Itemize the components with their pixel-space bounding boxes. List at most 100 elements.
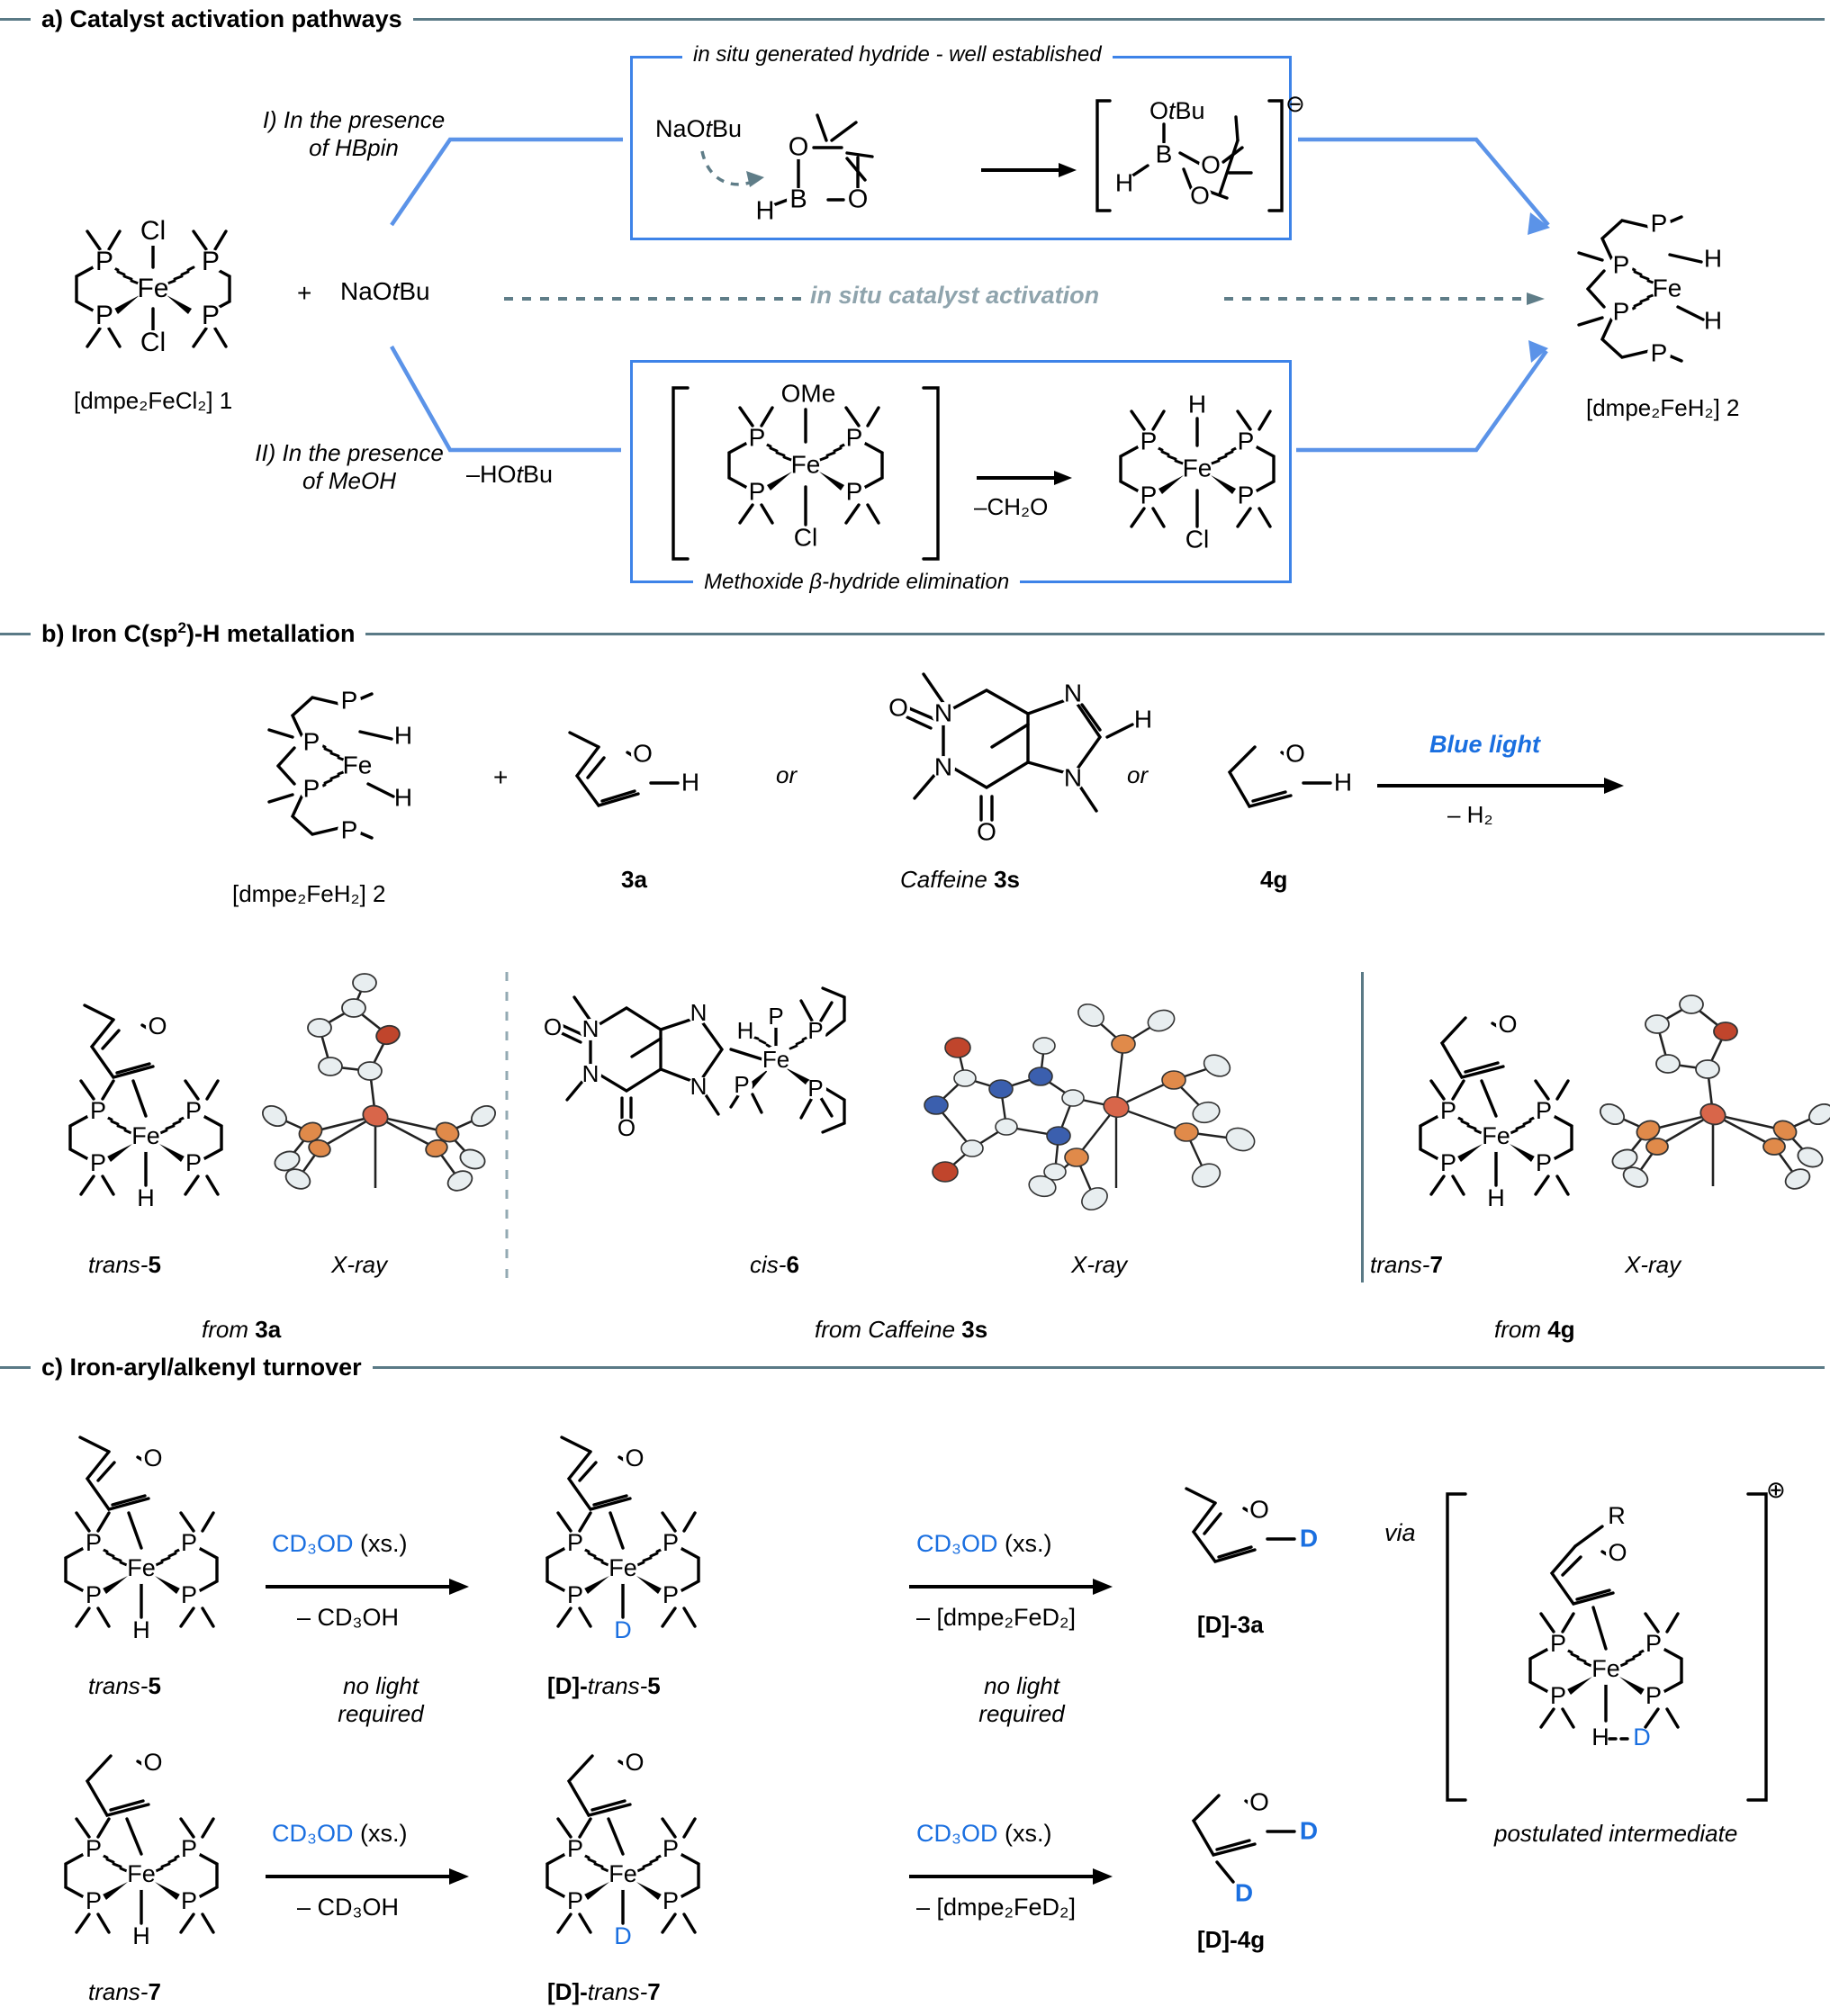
substrate-4g-structure: O H	[1197, 720, 1368, 828]
atom-P: P	[663, 1835, 679, 1862]
complex-2-structure-b: P P P P Fe H H	[257, 680, 473, 860]
otbu-bu: Bu	[1175, 97, 1205, 124]
base-text: NaO	[340, 277, 392, 305]
c-arrow2-top-r2: CD₃OD (xs.)	[916, 1820, 1052, 1848]
divider-solid-1	[1361, 972, 1364, 1282]
atom-Cl: Cl	[1185, 525, 1209, 553]
rule-right-b	[365, 632, 1825, 635]
atom-P: P	[1651, 209, 1668, 237]
substrate-3a-structure: O H	[545, 720, 725, 828]
from-text-3: from	[1494, 1316, 1548, 1343]
base-bu: Bu	[399, 277, 430, 305]
via-charge: ⊕	[1766, 1476, 1786, 1503]
rule-left	[0, 18, 31, 21]
atom-P: P	[1613, 250, 1630, 278]
section-b-title-sup: 2	[177, 619, 186, 636]
plus-sign-a: +	[297, 279, 312, 307]
product-label-cis-6: cis-6	[750, 1251, 799, 1279]
cd3od-4: CD₃OD	[916, 1820, 998, 1847]
pathway-II-line1: II) In the presence	[255, 439, 444, 466]
c-arrow1-bottom-r2: – CD₃OH	[297, 1894, 400, 1921]
atom-P: P	[1440, 1097, 1456, 1124]
atom-Fe: Fe	[608, 1860, 637, 1887]
c-arrow2-bottom-r2: – [dmpe₂FeD₂]	[916, 1894, 1077, 1921]
atom-Fe: Fe	[127, 1554, 156, 1581]
atom-P: P	[567, 1581, 583, 1608]
atom-P: P	[663, 1529, 679, 1556]
or-label-1: or	[776, 761, 798, 788]
atom-O: O	[848, 185, 869, 214]
c-trans-7-structure: O P P P P Fe H	[32, 1724, 257, 1958]
trans-5-structure: O P P P P Fe H	[36, 986, 261, 1220]
from-num-1: 3a	[255, 1316, 282, 1343]
atom-D: D	[1633, 1724, 1651, 1750]
atom-Fe: Fe	[791, 450, 821, 478]
atom-H: H	[1188, 390, 1206, 418]
c-arrow2-r2	[909, 1867, 1116, 1886]
atom-P: P	[1613, 297, 1630, 325]
atom-P: P	[1536, 1149, 1552, 1176]
atom-P: P	[86, 1835, 102, 1862]
atom-P: P	[846, 477, 863, 505]
from-label-2: from Caffeine 3s	[815, 1316, 987, 1344]
from-text-1: from	[202, 1316, 256, 1343]
trans-7-it: trans-	[1370, 1251, 1430, 1278]
atom-P: P	[1550, 1630, 1566, 1657]
box-arrow	[981, 160, 1080, 180]
atom-H: H	[1487, 1184, 1505, 1211]
atom-O: O	[1201, 150, 1221, 178]
trans-5-num: 5	[148, 1251, 161, 1278]
no-light-note-1: no light required	[322, 1672, 439, 1728]
c-trans5-num: 5	[148, 1672, 161, 1699]
atom-P: P	[567, 1529, 583, 1556]
atom-O: O	[977, 817, 996, 845]
substrate-4g-label: 4g	[1260, 866, 1288, 893]
naotbu-t: t	[705, 115, 713, 142]
atom-OMe: OMe	[781, 379, 836, 407]
atom-O: O	[1285, 739, 1305, 767]
xray-label-3: X-ray	[1625, 1251, 1681, 1278]
c-D-4g-structure: O D D	[1161, 1768, 1341, 1906]
pathway-I-line1: I) In the presence	[262, 106, 446, 133]
c-D-4g-label: [D]-4g	[1197, 1926, 1266, 1953]
atom-Fe: Fe	[131, 1122, 160, 1149]
atom-P: P	[341, 686, 358, 714]
atom-P: P	[86, 1887, 102, 1914]
c-trans7-it: trans-	[88, 1978, 149, 2005]
from-label-3: from 4g	[1494, 1316, 1575, 1344]
loss-hotbu-text: –HO	[466, 461, 517, 488]
c-D-trans-5-structure: O P P P P Fe D	[513, 1418, 738, 1652]
cis-6-num: 6	[786, 1251, 799, 1278]
atom-P: P	[768, 1003, 783, 1030]
section-b-title: b) Iron C(sp2)-H metallation	[41, 619, 355, 648]
atom-O: O	[1608, 1539, 1627, 1566]
c-D-trans-7-structure: O P P P P Fe D	[513, 1724, 738, 1958]
atom-P: P	[663, 1581, 679, 1608]
atom-O: O	[789, 133, 809, 162]
atom-P: P	[181, 1835, 197, 1862]
xray-trans-7	[1598, 972, 1830, 1224]
section-a-title: a) Catalyst activation pathways	[41, 5, 402, 32]
atom-H: H	[394, 721, 412, 749]
atom-P: P	[663, 1887, 679, 1914]
methoxide-arrow	[977, 468, 1076, 488]
pathway-II-label: II) In the presence of MeOH	[232, 439, 466, 495]
pathway-I-line2: of HBpin	[309, 134, 399, 161]
atom-Fe: Fe	[1653, 274, 1682, 302]
atom-P: P	[749, 423, 766, 451]
c-arrow1-top-r1: CD₃OD (xs.)	[272, 1530, 408, 1558]
atom-N: N	[1064, 763, 1082, 791]
xray-cis-6	[900, 972, 1278, 1224]
atom-O: O	[633, 739, 653, 767]
atom-P: P	[341, 815, 358, 843]
cd3od-xs-3: (xs.)	[353, 1820, 408, 1847]
section-b-header: b) Iron C(sp2)-H metallation	[0, 619, 1830, 648]
atom-P: P	[181, 1887, 197, 1914]
atom-O: O	[625, 1444, 644, 1472]
atom-P: P	[185, 1149, 202, 1176]
atom-Fe: Fe	[1183, 454, 1212, 482]
xray-label-2: X-ray	[1071, 1251, 1128, 1278]
xray-trans-5	[257, 972, 500, 1224]
complex-2-structure-a: P P P P Fe H H	[1566, 202, 1782, 382]
hbpin-box-caption: in situ generated hydride - well establi…	[682, 42, 1113, 68]
